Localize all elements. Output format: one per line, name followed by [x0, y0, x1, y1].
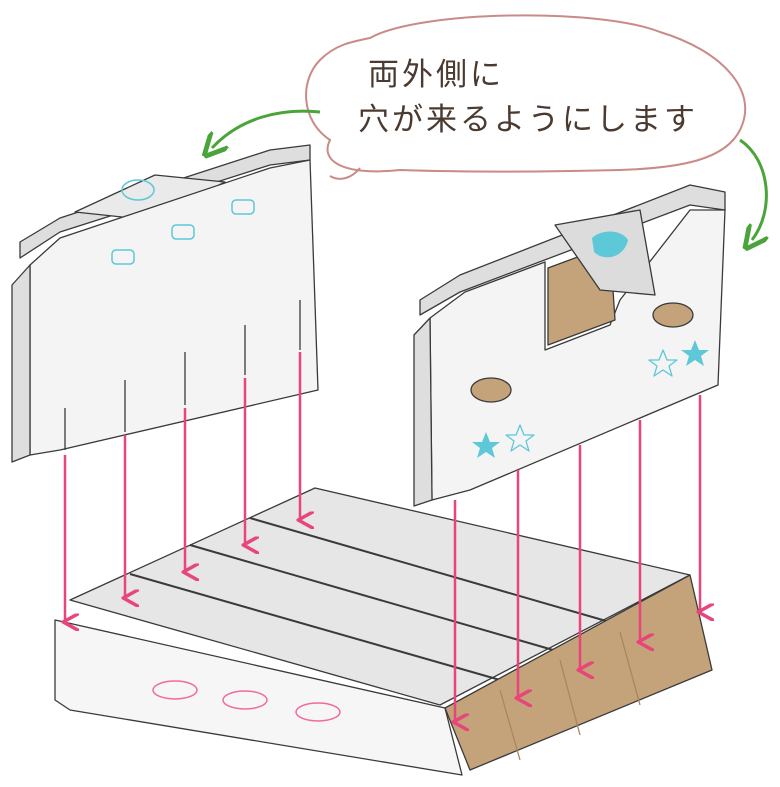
left-hole [470, 377, 512, 403]
insert-arrows [65, 352, 700, 722]
base-tray [54, 487, 713, 776]
right-end-panel [413, 184, 726, 507]
curve-arrow-left [212, 109, 321, 148]
curve-arrow-right [739, 138, 766, 240]
trumpet-icon [152, 680, 341, 722]
bubble-line-1: 両外側に [368, 57, 504, 93]
bubble-line-2: 穴が来るようにします [358, 102, 698, 138]
left-end-panel [11, 144, 319, 463]
car-icon [111, 179, 255, 265]
tulip-icon [592, 231, 628, 258]
speech-bubble: 両外側に 穴が来るようにします [305, 14, 747, 180]
right-hole [652, 302, 694, 328]
star-icon [472, 340, 709, 458]
